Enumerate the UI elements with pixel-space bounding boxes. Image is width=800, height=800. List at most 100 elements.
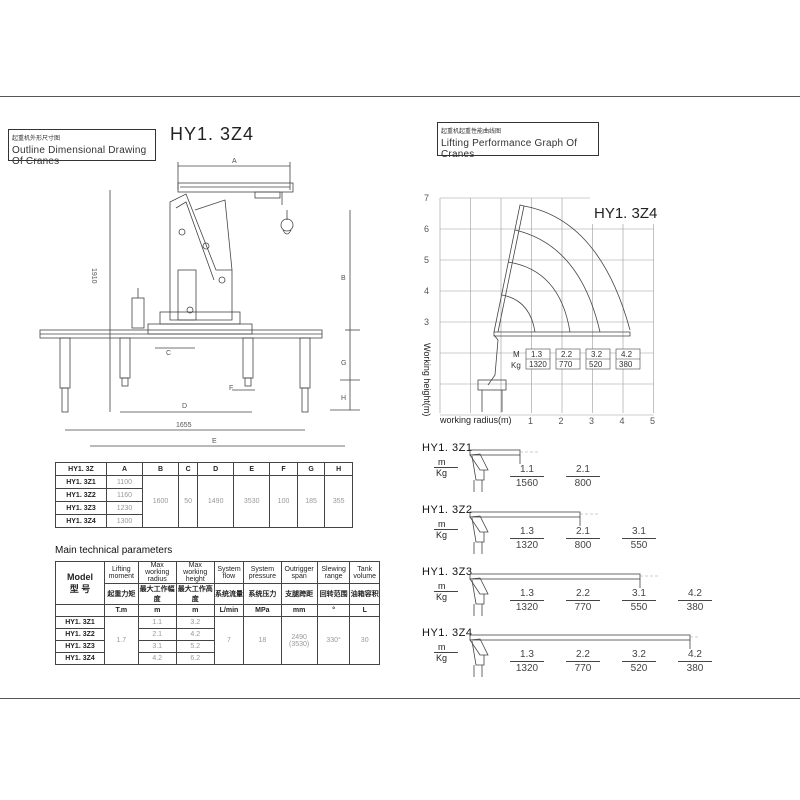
performance-title-cn: 起重机起重性能曲线图 bbox=[441, 128, 502, 135]
dim-g: G bbox=[341, 360, 346, 367]
dim-f: F bbox=[229, 385, 233, 392]
params-model: HY1. 3Z3 bbox=[55, 640, 105, 653]
params-radius: 1.1 bbox=[137, 616, 177, 629]
model-radius: 2.1 bbox=[566, 464, 600, 477]
dim-a-value: 1230 bbox=[105, 501, 144, 515]
model-load: 1320 bbox=[515, 540, 539, 551]
outline-drawing: A B 1910 C G H F D 1655 E bbox=[39, 158, 360, 447]
params-col-cn: 起重力矩 bbox=[104, 583, 139, 605]
model-name: HY1. 3Z1 bbox=[422, 442, 473, 454]
load-kg: 520 bbox=[589, 360, 603, 369]
params-span: 2490 (3530) bbox=[280, 616, 318, 665]
model-m-label: m bbox=[438, 457, 446, 467]
y-tick-label: 4 bbox=[424, 286, 429, 296]
model-radius: 1.3 bbox=[510, 588, 544, 601]
dim-table-header: D bbox=[197, 462, 235, 476]
model-load: 550 bbox=[630, 602, 648, 613]
dim-a-value: 1100 bbox=[105, 475, 144, 489]
graph-load-kg: Kg bbox=[511, 361, 521, 370]
model-radius: 4.2 bbox=[678, 588, 712, 601]
dim-table-header: G bbox=[296, 462, 326, 476]
dim-model: HY1. 3Z3 bbox=[55, 501, 107, 515]
dim-table-header: C bbox=[178, 462, 199, 476]
dim-c-value: 50 bbox=[178, 475, 199, 528]
table-row: HY1. 3Z1 1100 1600 50 1490 3530 100 185 … bbox=[55, 475, 353, 528]
model-load: 550 bbox=[630, 540, 648, 551]
table-row: HY1. 3Z2 2.1 4.2 bbox=[55, 628, 380, 641]
params-height: 3.2 bbox=[175, 616, 215, 629]
load-radius: 1.3 bbox=[531, 350, 543, 359]
dim-1910: 1910 bbox=[90, 268, 97, 284]
model-load: 1320 bbox=[515, 663, 539, 674]
dim-e-value: 3530 bbox=[233, 475, 271, 528]
dim-h: H bbox=[341, 395, 346, 402]
model-radius: 4.2 bbox=[678, 649, 712, 662]
params-span-value-alt: (3530) bbox=[289, 640, 310, 648]
dim-1655: 1655 bbox=[176, 422, 192, 429]
model-radius: 1.1 bbox=[510, 464, 544, 477]
dim-b: B bbox=[341, 275, 346, 282]
dim-table-header: HY1. 3Z bbox=[55, 462, 107, 476]
params-flow: 7 bbox=[213, 616, 245, 665]
y-axis-label: Working height(m) bbox=[422, 343, 432, 416]
dim-g-value: 185 bbox=[296, 475, 326, 528]
dim-table-header: B bbox=[142, 462, 180, 476]
params-unit: m bbox=[175, 604, 215, 617]
params-col-cn: 回转范围 bbox=[316, 583, 351, 605]
params-table: Model 型 号 Lifting moment Max working rad… bbox=[55, 561, 380, 665]
params-col-en: System pressure bbox=[243, 561, 282, 584]
model-name: HY1. 3Z2 bbox=[422, 504, 473, 516]
model-crane-sketch bbox=[469, 634, 700, 677]
params-model-header: Model 型 号 bbox=[55, 561, 105, 605]
load-radius: 4.2 bbox=[621, 350, 633, 359]
table-row: HY1. 3Z4 4.2 6.2 bbox=[55, 652, 380, 665]
dim-a-value: 1160 bbox=[105, 488, 144, 502]
dim-c: C bbox=[166, 350, 171, 357]
model-kg-label: Kg bbox=[436, 530, 448, 540]
dim-table-header: F bbox=[269, 462, 298, 476]
x-axis-label: working radius(m) bbox=[439, 415, 512, 425]
dim-model: HY1. 3Z4 bbox=[55, 514, 107, 528]
model-load: 1560 bbox=[515, 478, 539, 489]
params-col-en: Slewing range bbox=[316, 561, 351, 584]
y-tick-label: 5 bbox=[424, 255, 429, 265]
params-col-cn: 最大工作高度 bbox=[175, 583, 215, 605]
params-moment: 1.7 bbox=[104, 616, 139, 665]
params-unit: MPa bbox=[243, 604, 282, 617]
performance-title-en: Lifting Performance Graph Of Cranes bbox=[441, 138, 578, 160]
y-tick-label: 7 bbox=[424, 193, 429, 203]
params-col-en: Lifting moment bbox=[104, 561, 139, 584]
model-name: HY1. 3Z3 bbox=[422, 566, 473, 578]
model-radius: 1.3 bbox=[510, 526, 544, 539]
params-col-cn: 系统压力 bbox=[243, 583, 282, 605]
params-unit: T.m bbox=[104, 604, 139, 617]
model-load: 800 bbox=[574, 540, 592, 551]
params-unit: m bbox=[137, 604, 177, 617]
params-radius: 3.1 bbox=[137, 640, 177, 653]
model-kg-label: Kg bbox=[436, 468, 448, 478]
model-radius: 3.2 bbox=[622, 649, 656, 662]
load-kg: 1320 bbox=[529, 360, 547, 369]
params-unit: ° bbox=[316, 604, 351, 617]
params-col-en: Tank volume bbox=[349, 561, 380, 584]
table-row: HY1. 3Z4 1300 bbox=[55, 514, 353, 528]
model-radius: 3.1 bbox=[622, 588, 656, 601]
model-radius: 2.2 bbox=[566, 649, 600, 662]
model-crane-sketch bbox=[469, 449, 540, 492]
dim-f-value: 100 bbox=[269, 475, 298, 528]
params-col-en: Outrigger span bbox=[280, 561, 318, 584]
params-height: 6.2 bbox=[175, 652, 215, 665]
model-load: 380 bbox=[686, 663, 704, 674]
model-load: 1320 bbox=[515, 602, 539, 613]
graph-load-m: M bbox=[513, 350, 520, 359]
y-tick-label: 6 bbox=[424, 224, 429, 234]
model-m-label: m bbox=[438, 581, 446, 591]
model-kg-label: Kg bbox=[436, 653, 448, 663]
